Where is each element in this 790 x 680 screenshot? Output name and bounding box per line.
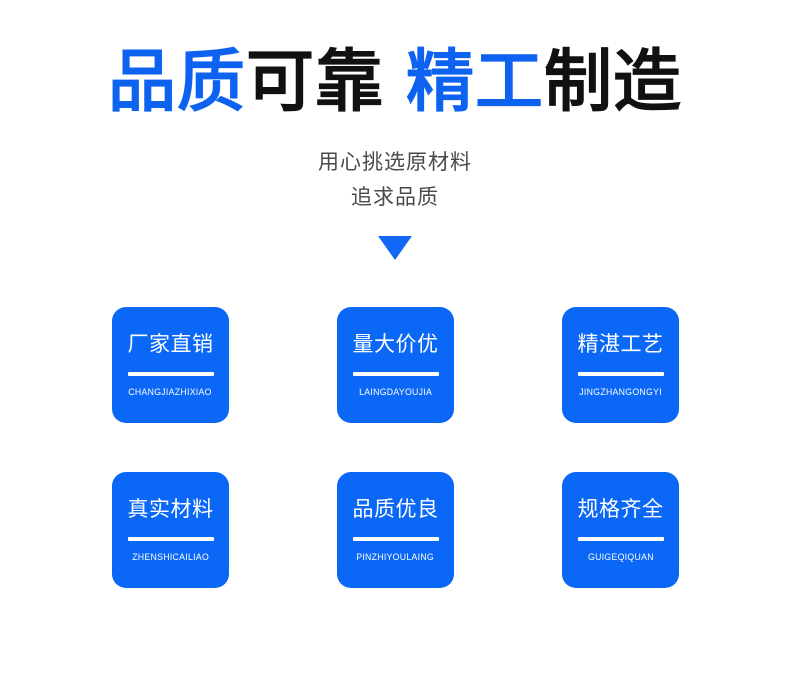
feature-card-title: 厂家直销 <box>127 332 214 356</box>
feature-card-pinyin: ZHENSHICAILIAO <box>132 551 209 562</box>
feature-card[interactable]: 品质优良 PINZHIYOULAING <box>337 472 454 588</box>
feature-card-pinyin: GUIGEQIQUAN <box>587 551 654 562</box>
page-title-segment-dark-1: 可靠 <box>245 44 384 120</box>
page-title-segment-dark-2: 制造 <box>544 44 683 120</box>
page-title-segment-blue-2: 精工 <box>406 44 545 120</box>
page-title-segment-blue-1: 品质 <box>107 44 246 120</box>
subtitle-line-1: 用心挑选原材料 <box>318 151 472 174</box>
divider <box>577 536 664 541</box>
arrow-container <box>0 236 790 260</box>
feature-card-title: 量大价优 <box>352 332 439 356</box>
feature-card[interactable]: 精湛工艺 JINGZHANGONGYI <box>562 307 679 423</box>
feature-card[interactable]: 厂家直销 CHANGJIAZHIXIAO <box>112 307 229 423</box>
feature-card-pinyin: CHANGJIAZHIXIAO <box>128 386 213 397</box>
feature-card[interactable]: 量大价优 LAINGDAYOUJIA <box>337 307 454 423</box>
feature-card[interactable]: 真实材料 ZHENSHICAILIAO <box>112 472 229 588</box>
subtitle-line-2: 追求品质 <box>351 186 439 209</box>
subtitle-block: 用心挑选原材料 追求品质 <box>0 145 790 215</box>
feature-card-title: 精湛工艺 <box>577 332 664 356</box>
divider <box>127 371 214 376</box>
divider <box>352 536 439 541</box>
feature-card-title: 品质优良 <box>352 497 439 521</box>
feature-card-pinyin: PINZHIYOULAING <box>356 551 435 562</box>
feature-card-pinyin: LAINGDAYOUJIA <box>359 386 432 397</box>
divider <box>352 371 439 376</box>
divider <box>127 536 214 541</box>
triangle-down-icon <box>378 236 412 260</box>
feature-card-title: 真实材料 <box>127 497 214 521</box>
divider <box>577 371 664 376</box>
feature-card-title: 规格齐全 <box>577 497 664 521</box>
feature-card-pinyin: JINGZHANGONGYI <box>579 386 662 397</box>
page-title: 品质可靠精工制造 <box>0 48 790 116</box>
feature-card-grid: 厂家直销 CHANGJIAZHIXIAO 量大价优 LAINGDAYOUJIA … <box>112 307 680 588</box>
feature-card[interactable]: 规格齐全 GUIGEQIQUAN <box>562 472 679 588</box>
